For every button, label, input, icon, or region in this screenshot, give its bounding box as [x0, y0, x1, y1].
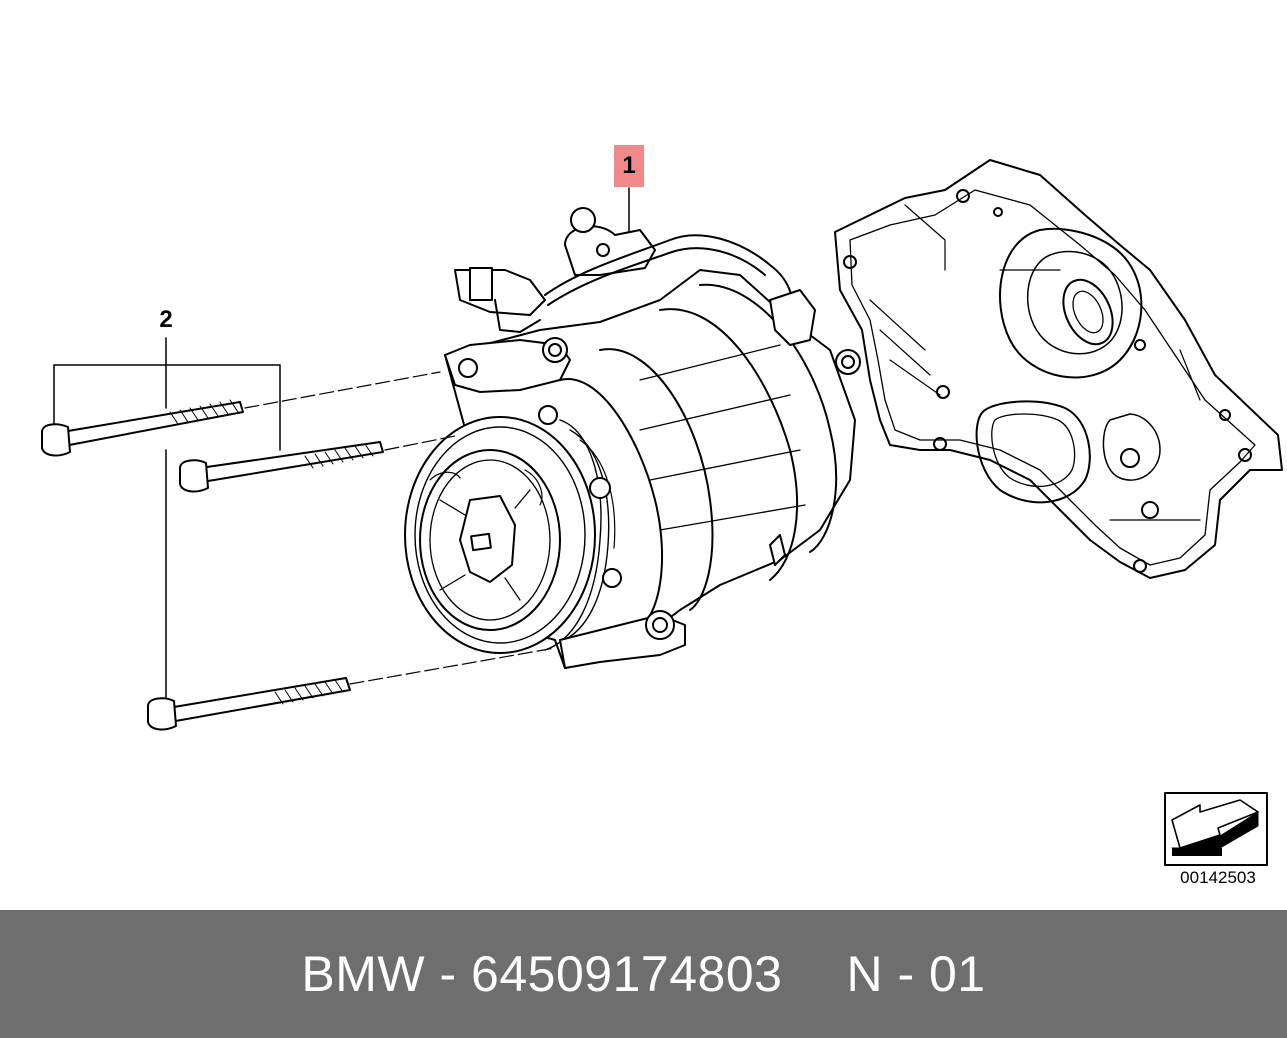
mounting-bolt	[179, 441, 384, 493]
callout-1-label: 1	[614, 145, 644, 187]
mounting-bolt	[147, 677, 351, 731]
footer-bar: BMW - 64509174803 N - 01	[0, 910, 1287, 1038]
reference-code: 00142503	[1180, 868, 1256, 887]
separator-dash: -	[439, 946, 457, 1002]
exploded-parts-diagram	[41, 159, 1283, 866]
footer-space	[457, 945, 471, 1003]
callout-2-label: 2	[159, 306, 173, 333]
timing-case-cover	[834, 159, 1283, 579]
ac-compressor	[404, 207, 861, 669]
footer-separator	[425, 945, 439, 1003]
part-number: 64509174803	[471, 946, 783, 1002]
footer-note: N - 01	[846, 946, 986, 1002]
callout-2-bracket	[53, 337, 281, 701]
mounting-bolt	[41, 399, 244, 457]
orientation-arrow-icon	[1164, 792, 1268, 866]
brand-label: BMW	[301, 946, 426, 1002]
leader-lines	[244, 371, 556, 685]
